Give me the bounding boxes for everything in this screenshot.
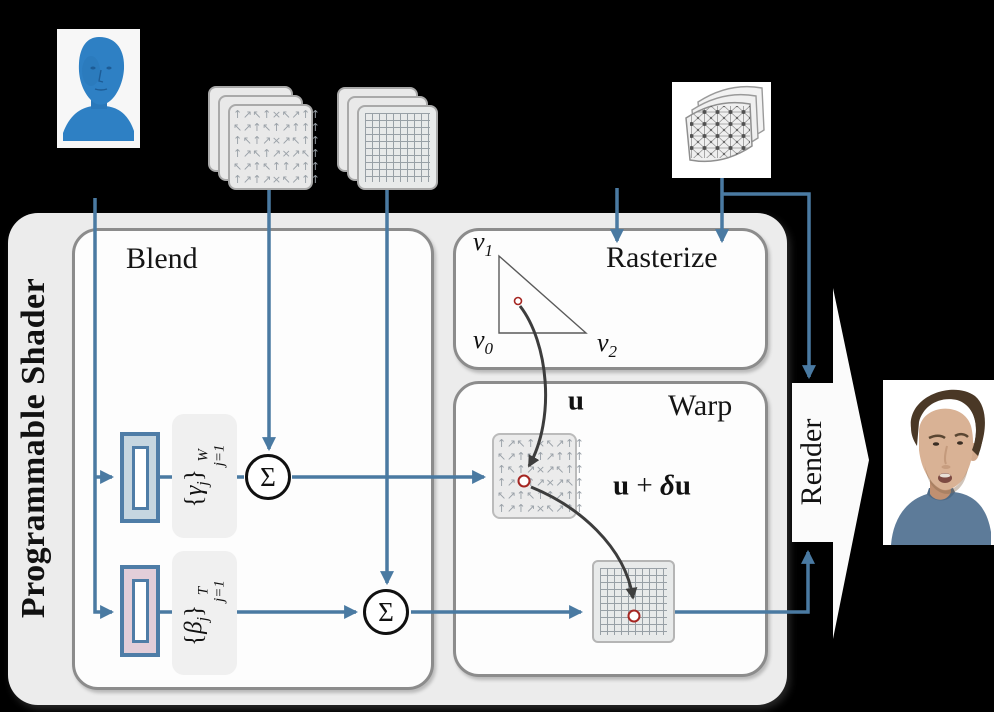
u-label: u [567,384,585,417]
u-warp-curve [518,305,548,468]
sum-node-texture: Σ [363,589,409,635]
rendered-face-image [883,380,994,545]
vertex-v1-label: v1 [472,226,494,261]
blend-title: Blend [126,242,198,275]
grid-sample-point [627,609,641,623]
face-portrait [891,389,991,545]
warp-to-render-line [675,549,815,614]
u-plus-du-warp-curve [530,485,638,600]
sigma-icon: Σ [378,596,394,627]
vector-field-pattern: ↑↗↖↑×↖↗↑↑ ↖↗↑↖↑↗↑↑↑ ↑↖↑↗×↗↖↑↑ ↑↗↖↑↗×↗↖↑ … [497,437,585,515]
sum-node-warp: Σ [245,454,291,500]
rasterize-triangle [498,254,588,334]
u-plus-du-label: u + δu [613,469,691,502]
mesh-to-render-line [722,192,816,380]
vertex-v2-label: v2 [596,327,618,362]
warp-mlp-block [120,432,160,523]
vertex-v0-label: v0 [472,324,494,359]
vector-field-pattern: ↑↗↖↑×↖↗↑↑ ↖↗↑↖↑↗↑↑↑ ↑↖↑↗×↗↖↑↑ ↑↗↖↑↗×↗↖↑ … [233,108,321,186]
texture-card-front [357,105,438,190]
warp-mlp-inner [131,445,149,510]
head-input-line [93,198,115,619]
rasterize-title: Rasterize [606,241,718,274]
grid-pattern [600,568,667,635]
texture-grid-sample [592,560,675,643]
render-arrow-polygon [792,288,869,639]
warp-title: Warp [668,389,733,422]
head-model-image [57,29,140,148]
warp-field-sample-point [517,474,531,488]
texture-mlp-inner [131,579,149,643]
rasterize-box [453,228,768,370]
blue-head-icon [63,37,134,141]
warp-field-card-front: ↑↗↖↑×↖↗↑↑ ↖↗↑↖↑↗↑↑↑ ↑↖↑↗×↗↖↑↑ ↑↗↖↑↗×↗↖↑ … [228,104,321,190]
face-mesh-image [672,82,771,178]
grid-pattern [365,113,430,182]
texture-mlp-block [120,565,160,657]
triangle-sample-point [513,296,523,306]
mesh-sheets-icon [685,85,765,163]
sigma-icon: Σ [260,461,276,492]
